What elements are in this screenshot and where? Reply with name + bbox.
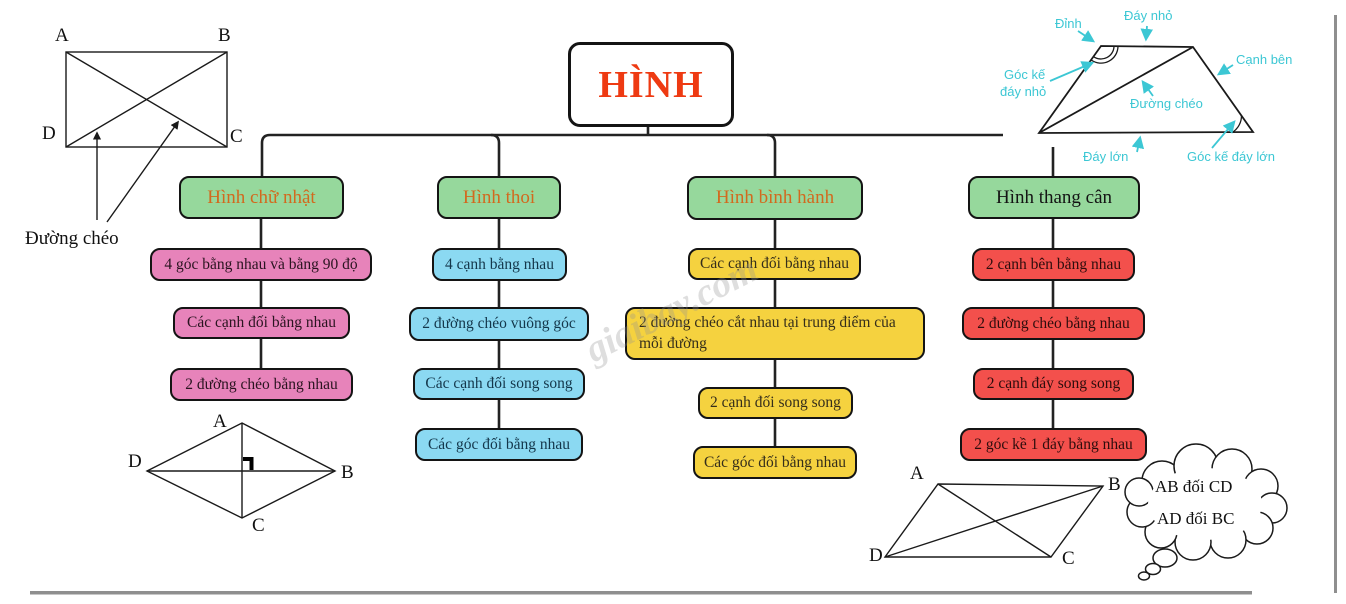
trapezoid-label-canh-ben: Cạnh bên <box>1236 52 1292 67</box>
rectangle-outline <box>65 51 228 148</box>
arrow-day-lon <box>1131 135 1145 153</box>
property-box: 2 đường chéo vuông góc <box>409 307 589 341</box>
branch-header-hinh-binh-hanh: Hình bình hành <box>687 176 863 220</box>
rect-vertex-a-label: A <box>55 25 69 46</box>
property-box: 4 cạnh bằng nhau <box>432 248 567 281</box>
connector-drop-col3 <box>766 133 777 177</box>
property-box: Các góc đối bằng nhau <box>415 428 583 461</box>
connector-tree <box>259 121 1055 447</box>
arrow-canh-ben <box>1216 63 1234 76</box>
rect-diagonal-caption: Đường chéo <box>25 228 119 249</box>
branch-header-hinh-thang-can: Hình thang cân <box>968 176 1140 219</box>
rhombus-diagonals <box>147 423 335 518</box>
rhombus-vertex-b-label: B <box>341 462 354 483</box>
property-box: 2 cạnh đáy song song <box>973 368 1134 400</box>
connector-drop-col2 <box>490 133 501 177</box>
property-box: 2 góc kề 1 đáy bằng nhau <box>960 428 1147 461</box>
trapezoid-figure <box>1037 45 1255 134</box>
property-box: Các góc đối bằng nhau <box>693 446 857 479</box>
property-box: 2 cạnh bên bằng nhau <box>972 248 1135 281</box>
trapezoid-label-goc-ke-day-lon: Góc kế đáy lớn <box>1187 149 1275 164</box>
trapezoid-arrows <box>1049 25 1236 153</box>
rhombus-vertex-d-label: D <box>128 451 142 472</box>
cloud-text-line2: AD đối BC <box>1157 509 1234 528</box>
rhombus-vertex-c-label: C <box>252 515 265 536</box>
rect-vertex-c-label: C <box>230 126 243 147</box>
trapezoid-outline <box>1037 45 1255 134</box>
property-box: 2 đường chéo cắt nhau tại trung điểm của… <box>625 307 925 360</box>
trapezoid-top-angle-arc-1 <box>1093 46 1115 60</box>
trapezoid-label-day-nho: Đáy nhỏ <box>1124 8 1172 23</box>
arrow-duong-cheo <box>1141 79 1154 97</box>
arrow-day-nho <box>1140 25 1154 42</box>
trapezoid-label-goc-ke-day-nho-2: đáy nhỏ <box>1000 84 1046 99</box>
trapezoid-diagonal <box>1038 46 1194 134</box>
page-edge-right <box>1334 15 1337 593</box>
property-box: 2 cạnh đối song song <box>698 387 853 419</box>
branch-header-hinh-chu-nhat: Hình chữ nhật <box>179 176 344 219</box>
connector-main-line <box>260 133 1003 177</box>
diagonal-pointer-line-2 <box>106 120 179 223</box>
property-box: 2 đường chéo bằng nhau <box>962 307 1145 340</box>
rhombus-right-angle-mark <box>243 457 254 470</box>
rectangle-figure <box>65 51 228 223</box>
trapezoid-label-duong-cheo: Đường chéo <box>1130 96 1203 111</box>
arrow-dinh <box>1077 30 1096 43</box>
property-box: Các cạnh đối song song <box>413 368 585 400</box>
rect-vertex-d-label: D <box>42 123 56 144</box>
cloud-tail-bubble-2 <box>1144 562 1162 576</box>
rectangle-diagonals <box>65 51 228 148</box>
cloud-tail-bubble-1 <box>1152 548 1178 568</box>
parallelogram-vertex-d-label: D <box>869 545 883 566</box>
rect-vertex-b-label: B <box>218 25 231 46</box>
property-box: 2 đường chéo bằng nhau <box>170 368 353 401</box>
cloud-inner-fill <box>1148 468 1262 540</box>
page-edge-bottom <box>30 591 1252 595</box>
rhombus-figure <box>145 422 337 519</box>
root-title-box: HÌNH <box>568 42 734 127</box>
parallelogram-vertex-b-label: B <box>1108 474 1121 495</box>
cloud-text-line1: AB đối CD <box>1155 477 1232 496</box>
property-box: Các cạnh đối bằng nhau <box>688 248 861 280</box>
trapezoid-bottom-angle-arc <box>1232 115 1243 133</box>
branch-header-hinh-thoi: Hình thoi <box>437 176 561 219</box>
parallelogram-vertex-c-label: C <box>1062 548 1075 569</box>
parallelogram-figure <box>883 483 1105 558</box>
trapezoid-label-dinh: Đỉnh <box>1055 16 1082 31</box>
property-box: 4 góc bằng nhau và bằng 90 độ <box>150 248 372 281</box>
rhombus-vertex-a-label: A <box>213 411 227 432</box>
arrow-goc-ke-day-nho <box>1049 61 1095 82</box>
cloud-tail-bubble-3 <box>1137 571 1151 581</box>
trapezoid-label-goc-ke-day-nho-1: Góc kế <box>1004 67 1046 82</box>
arrow-goc-ke-day-lon <box>1211 120 1236 149</box>
trapezoid-label-day-lon: Đáy lớn <box>1083 149 1128 164</box>
thought-cloud <box>1124 443 1288 581</box>
trapezoid-top-angle-arc-2 <box>1090 46 1119 64</box>
parallelogram-vertex-a-label: A <box>910 463 924 484</box>
property-box: Các cạnh đối bằng nhau <box>173 307 350 339</box>
parallelogram-diagonals <box>884 483 1104 558</box>
